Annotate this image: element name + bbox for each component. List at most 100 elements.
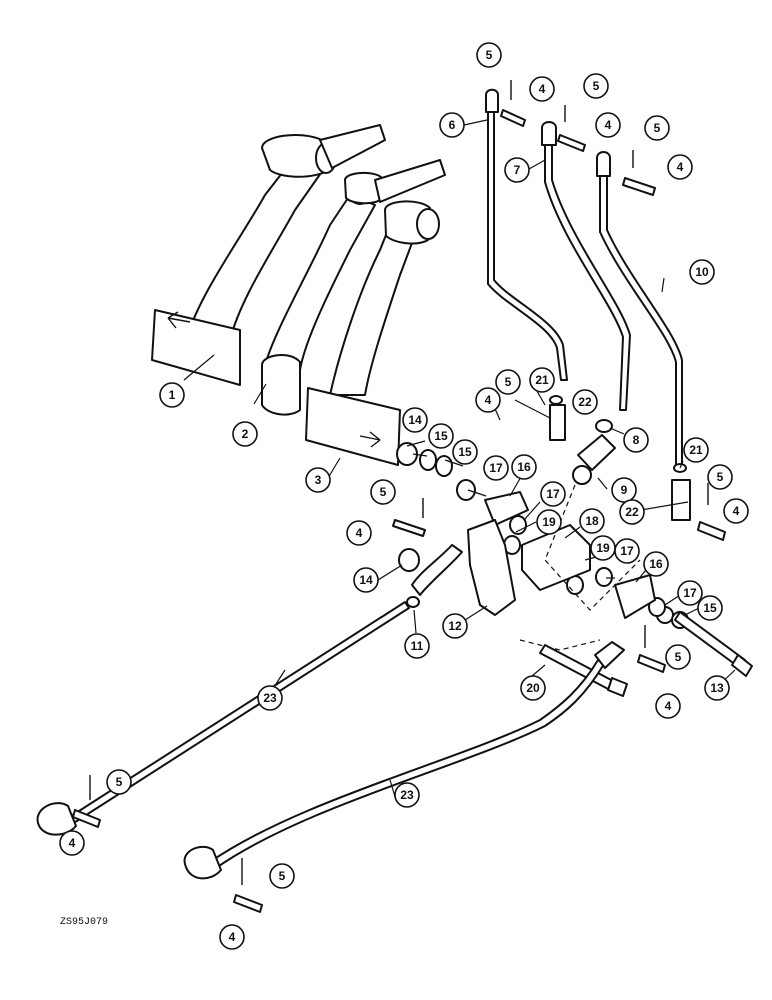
callout-4-g: 4 <box>655 693 681 719</box>
callout-4-i: 4 <box>219 924 245 950</box>
callout-5-b: 5 <box>583 73 609 99</box>
callout-5-f: 5 <box>370 479 396 505</box>
callout-2: 2 <box>232 421 258 447</box>
callout-5-a: 5 <box>476 42 502 68</box>
callout-9: 9 <box>611 477 637 503</box>
callout-19-a: 19 <box>536 509 562 535</box>
callout-5-c: 5 <box>644 115 670 141</box>
pedal-3 <box>305 200 440 466</box>
top-fasteners <box>500 80 656 196</box>
svg-text:4: 4 <box>665 699 672 713</box>
callout-19-b: 19 <box>590 535 616 561</box>
callout-5-e: 5 <box>707 464 733 490</box>
callout-17-c: 17 <box>614 538 640 564</box>
callout-12: 12 <box>442 613 468 639</box>
svg-text:23: 23 <box>400 788 414 802</box>
callout-23-b: 23 <box>394 782 420 808</box>
rod-7 <box>541 121 631 411</box>
callout-14-b: 14 <box>353 567 379 593</box>
callout-14-a: 14 <box>402 407 428 433</box>
callout-23-a: 23 <box>257 685 283 711</box>
svg-text:22: 22 <box>578 395 592 409</box>
callout-17-d: 17 <box>677 580 703 606</box>
svg-text:2: 2 <box>242 427 249 441</box>
callout-16-b: 16 <box>643 551 669 577</box>
svg-text:17: 17 <box>489 461 503 475</box>
center-assembly <box>392 395 753 697</box>
svg-text:5: 5 <box>486 48 493 62</box>
svg-text:15: 15 <box>434 429 448 443</box>
svg-text:5: 5 <box>116 775 123 789</box>
svg-text:3: 3 <box>315 473 322 487</box>
svg-text:21: 21 <box>535 373 549 387</box>
callout-7: 7 <box>504 157 530 183</box>
svg-text:14: 14 <box>359 573 373 587</box>
svg-text:15: 15 <box>458 445 472 459</box>
svg-text:4: 4 <box>229 930 236 944</box>
svg-text:10: 10 <box>695 265 709 279</box>
callout-11: 11 <box>404 633 430 659</box>
callout-21-a: 21 <box>529 367 555 393</box>
callout-5-h: 5 <box>106 769 132 795</box>
svg-text:19: 19 <box>596 541 610 555</box>
svg-text:23: 23 <box>263 691 277 705</box>
drawing-id: ZS95J079 <box>60 917 108 928</box>
svg-text:13: 13 <box>710 681 724 695</box>
svg-text:4: 4 <box>69 836 76 850</box>
callout-16-a: 16 <box>511 454 537 480</box>
svg-text:16: 16 <box>517 460 531 474</box>
rod-6 <box>485 88 568 381</box>
callout-4-e: 4 <box>723 498 749 524</box>
pedal-2 <box>261 159 446 416</box>
callout-6: 6 <box>439 112 465 138</box>
svg-text:19: 19 <box>542 515 556 529</box>
callout-13: 13 <box>704 675 730 701</box>
svg-text:21: 21 <box>689 443 703 457</box>
svg-text:22: 22 <box>625 505 639 519</box>
svg-text:20: 20 <box>526 681 540 695</box>
svg-text:8: 8 <box>633 433 640 447</box>
svg-text:4: 4 <box>733 504 740 518</box>
svg-text:11: 11 <box>411 639 424 653</box>
svg-text:18: 18 <box>585 514 599 528</box>
callout-17-a: 17 <box>483 455 509 481</box>
svg-text:1: 1 <box>169 388 176 402</box>
svg-text:9: 9 <box>621 483 628 497</box>
callout-3: 3 <box>305 467 331 493</box>
svg-text:4: 4 <box>485 393 492 407</box>
rod-23-right <box>183 641 625 880</box>
svg-text:4: 4 <box>677 160 684 174</box>
callout-5-i: 5 <box>269 863 295 889</box>
callout-4-f: 4 <box>346 520 372 546</box>
svg-text:4: 4 <box>356 526 363 540</box>
svg-text:5: 5 <box>675 650 682 664</box>
svg-text:16: 16 <box>649 557 663 571</box>
lower-fasteners <box>72 775 263 913</box>
svg-text:5: 5 <box>505 375 512 389</box>
svg-text:5: 5 <box>279 869 286 883</box>
callout-15-a: 15 <box>428 423 454 449</box>
callout-4-a: 4 <box>529 76 555 102</box>
svg-text:14: 14 <box>408 413 422 427</box>
callout-20: 20 <box>520 675 546 701</box>
svg-text:17: 17 <box>620 544 634 558</box>
callout-17-b: 17 <box>540 481 566 507</box>
callout-8: 8 <box>623 427 649 453</box>
svg-text:4: 4 <box>605 118 612 132</box>
rod-23-left <box>36 601 410 836</box>
callout-18: 18 <box>579 508 605 534</box>
svg-text:5: 5 <box>654 121 661 135</box>
svg-text:17: 17 <box>683 586 697 600</box>
callout-10: 10 <box>689 259 715 285</box>
callout-22-b: 22 <box>619 499 645 525</box>
svg-text:5: 5 <box>717 470 724 484</box>
svg-text:4: 4 <box>539 82 546 96</box>
callout-21-b: 21 <box>683 437 709 463</box>
svg-text:5: 5 <box>380 485 387 499</box>
callout-5-d: 5 <box>495 369 521 395</box>
svg-text:15: 15 <box>703 601 717 615</box>
svg-text:17: 17 <box>546 487 560 501</box>
callout-5-g: 5 <box>665 644 691 670</box>
callout-1: 1 <box>159 382 185 408</box>
